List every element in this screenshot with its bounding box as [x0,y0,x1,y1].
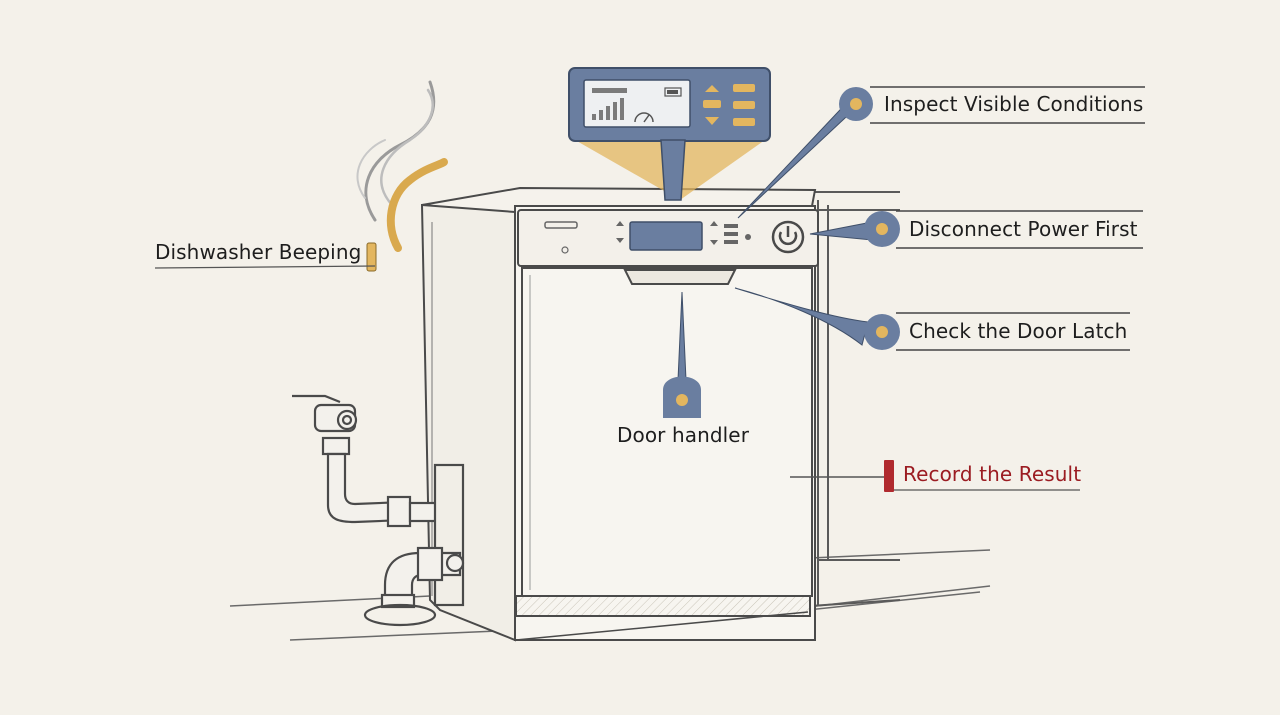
display-zoom [568,67,771,201]
label-dishwasher-beeping: Dishwasher Beeping [155,240,362,264]
power-icon[interactable] [771,220,805,254]
adjacent-cabinet [809,191,901,607]
battery-icon [664,87,682,97]
callout-door-handler [663,291,701,418]
label-door-handler: Door handler [617,423,750,447]
gauge-icon [634,112,654,123]
signal-bars-icon [592,98,624,120]
water-valve-icon [292,394,465,627]
callout-inspect [737,86,1145,219]
callout-record [790,460,1080,492]
label-inspect-visible-conditions: Inspect Visible Conditions [884,92,1144,116]
label-record-result: Record the Result [903,462,1082,486]
callout-power [809,210,1143,249]
door-handle[interactable] [623,269,737,285]
callout-latch [734,287,1130,351]
label-check-door-latch: Check the Door Latch [909,319,1128,343]
dishwasher [420,186,819,642]
label-disconnect-power-first: Disconnect Power First [909,217,1138,241]
steam-icon [356,80,448,252]
